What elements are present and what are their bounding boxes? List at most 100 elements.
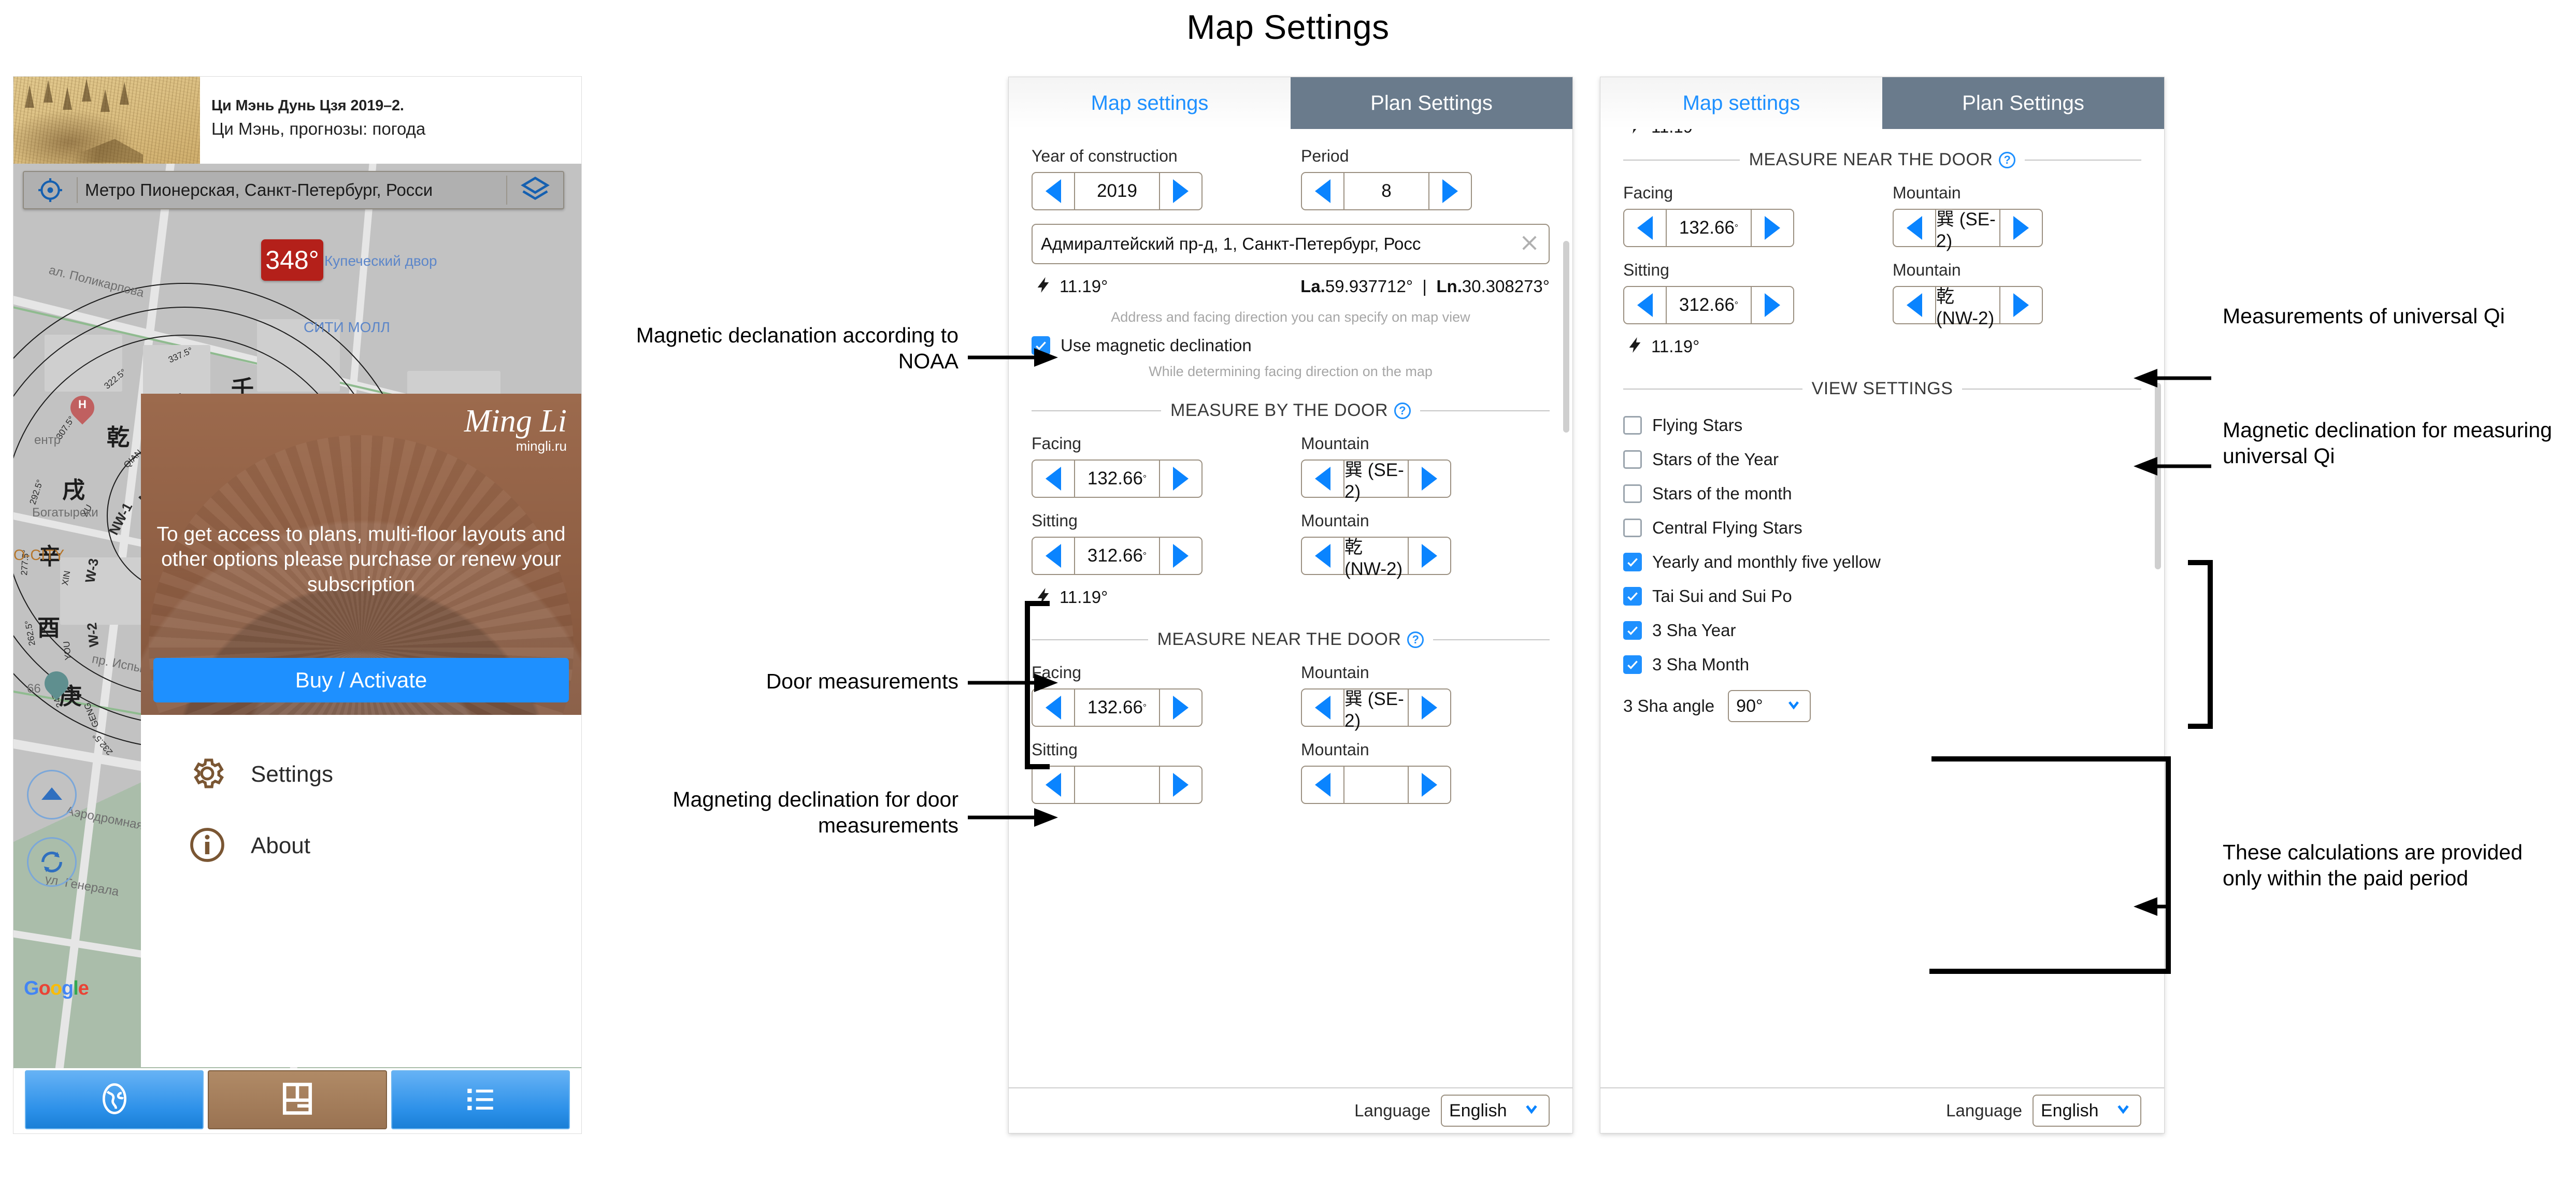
- nav-tab-map[interactable]: [25, 1070, 204, 1129]
- increment-arrow-icon[interactable]: [1160, 767, 1201, 803]
- year-value[interactable]: 2019: [1074, 173, 1160, 209]
- decrement-arrow-icon[interactable]: [1033, 461, 1074, 497]
- view-setting-row[interactable]: Stars of the Year: [1623, 450, 2141, 469]
- increment-arrow-icon[interactable]: [2000, 287, 2042, 323]
- view-setting-row[interactable]: Yearly and monthly five yellow: [1623, 552, 2141, 572]
- decrement-arrow-icon[interactable]: [1302, 689, 1343, 726]
- sitting-mountain-stepper[interactable]: 乾 (NW-2): [1301, 537, 1451, 579]
- tab-plan-settings[interactable]: Plan Settings: [1882, 77, 2164, 129]
- decrement-arrow-icon[interactable]: [1894, 210, 1935, 246]
- flying-stars-checkbox[interactable]: [1623, 416, 1642, 435]
- sha-angle-select[interactable]: 90°: [1728, 690, 1811, 722]
- view-setting-label: Central Flying Stars: [1652, 518, 1802, 537]
- language-select[interactable]: English: [1441, 1095, 1550, 1127]
- increment-arrow-icon[interactable]: [1160, 461, 1201, 497]
- map-address-text[interactable]: Метро Пионерская, Санкт-Петербург, Росси: [85, 180, 433, 199]
- decrement-arrow-icon[interactable]: [1302, 767, 1343, 803]
- increment-arrow-icon[interactable]: [1409, 767, 1450, 803]
- facing-mountain-stepper[interactable]: 巽 (SE-2): [1893, 209, 2043, 251]
- decrement-arrow-icon[interactable]: [1302, 461, 1343, 497]
- help-icon[interactable]: ?: [1394, 402, 1411, 419]
- central-flying-stars-checkbox[interactable]: [1623, 519, 1642, 537]
- increment-arrow-icon[interactable]: [1429, 173, 1471, 209]
- use-magnetic-declination-checkbox[interactable]: [1032, 336, 1050, 355]
- increment-arrow-icon[interactable]: [1160, 173, 1201, 209]
- stars-of-the-year-checkbox[interactable]: [1623, 450, 1642, 469]
- sitting-stepper[interactable]: [1032, 766, 1203, 804]
- view-setting-row[interactable]: 3 Sha Month: [1623, 655, 2141, 674]
- tab-map-settings[interactable]: Map settings: [1600, 77, 1882, 129]
- gps-target-icon[interactable]: [24, 177, 78, 203]
- drawer-item-about[interactable]: About: [141, 810, 581, 882]
- period-stepper[interactable]: 8: [1301, 172, 1472, 210]
- increment-arrow-icon[interactable]: [1752, 287, 1793, 323]
- tai-sui-sui-po-checkbox[interactable]: [1623, 587, 1642, 606]
- map-pin[interactable]: H: [65, 391, 99, 426]
- stars-of-the-month-checkbox[interactable]: [1623, 484, 1642, 503]
- sitting-mountain-value[interactable]: 乾 (NW-2): [1343, 537, 1409, 579]
- facing-stepper[interactable]: 132.66°: [1623, 209, 1794, 247]
- facing-mountain-value[interactable]: 巽 (SE-2): [1343, 689, 1409, 731]
- sitting-mountain-stepper[interactable]: 乾 (NW-2): [1893, 286, 2043, 328]
- tab-map-settings[interactable]: Map settings: [1009, 77, 1291, 129]
- help-icon[interactable]: ?: [1407, 631, 1424, 648]
- sitting-stepper[interactable]: 312.66°: [1032, 537, 1203, 575]
- three-sha-year-checkbox[interactable]: [1623, 621, 1642, 640]
- sitting-stepper[interactable]: 312.66°: [1623, 286, 1794, 324]
- scrollbar-thumb[interactable]: [2155, 383, 2161, 569]
- nav-tab-floorplan[interactable]: [208, 1070, 387, 1129]
- increment-arrow-icon[interactable]: [1409, 461, 1450, 497]
- map-refresh-button[interactable]: [27, 837, 77, 887]
- view-setting-row[interactable]: Stars of the month: [1623, 484, 2141, 504]
- use-magnetic-declination-row[interactable]: Use magnetic declination: [1032, 336, 1550, 355]
- decrement-arrow-icon[interactable]: [1302, 538, 1343, 574]
- facing-mountain-stepper[interactable]: 巽 (SE-2): [1301, 688, 1451, 731]
- map-pin[interactable]: [39, 666, 74, 701]
- section-measure-near-the-door: MEASURE NEAR THE DOOR ?: [1032, 629, 1550, 650]
- year-of-construction-stepper[interactable]: 2019: [1032, 172, 1203, 210]
- three-sha-month-checkbox[interactable]: [1623, 655, 1642, 674]
- facing-mountain-value[interactable]: 巽 (SE-2): [1343, 460, 1409, 502]
- list-icon: [463, 1082, 497, 1118]
- increment-arrow-icon[interactable]: [1160, 689, 1201, 726]
- clear-icon[interactable]: [1519, 232, 1540, 256]
- decrement-arrow-icon[interactable]: [1033, 767, 1074, 803]
- sitting-mountain-stepper[interactable]: [1301, 766, 1451, 804]
- view-setting-row[interactable]: Central Flying Stars: [1623, 518, 2141, 538]
- period-value[interactable]: 8: [1343, 173, 1429, 209]
- view-setting-row[interactable]: 3 Sha Year: [1623, 621, 2141, 640]
- increment-arrow-icon[interactable]: [1752, 210, 1793, 246]
- layers-icon[interactable]: [506, 176, 563, 205]
- decrement-arrow-icon[interactable]: [1894, 287, 1935, 323]
- buy-activate-button[interactable]: Buy / Activate: [153, 658, 569, 702]
- decrement-arrow-icon[interactable]: [1033, 538, 1074, 574]
- nav-tab-list[interactable]: [391, 1070, 570, 1129]
- decrement-arrow-icon[interactable]: [1624, 210, 1666, 246]
- scrollbar-thumb[interactable]: [1563, 241, 1569, 433]
- drawer-item-settings[interactable]: Settings: [141, 739, 581, 810]
- decrement-arrow-icon[interactable]: [1302, 173, 1343, 209]
- tab-plan-settings[interactable]: Plan Settings: [1291, 77, 1572, 129]
- address-value[interactable]: Адмиралтейский пр-д, 1, Санкт-Петербург,…: [1041, 234, 1421, 253]
- yearly-monthly-five-yellow-checkbox[interactable]: [1623, 553, 1642, 571]
- language-select[interactable]: English: [2033, 1095, 2141, 1127]
- increment-arrow-icon[interactable]: [1160, 538, 1201, 574]
- help-icon[interactable]: ?: [1999, 151, 2016, 168]
- view-setting-row[interactable]: Tai Sui and Sui Po: [1623, 586, 2141, 606]
- facing-mountain-value[interactable]: 巽 (SE-2): [1935, 209, 2000, 251]
- decrement-arrow-icon[interactable]: [1624, 287, 1666, 323]
- sitting-mountain-label: Mountain: [1301, 511, 1369, 530]
- facing-mountain-stepper[interactable]: 巽 (SE-2): [1301, 459, 1451, 502]
- view-setting-row[interactable]: Flying Stars: [1623, 415, 2141, 435]
- map-tilt-button[interactable]: [27, 770, 77, 820]
- decrement-arrow-icon[interactable]: [1033, 173, 1074, 209]
- increment-arrow-icon[interactable]: [2000, 210, 2042, 246]
- facing-stepper[interactable]: 132.66°: [1032, 459, 1203, 498]
- map-search-bar[interactable]: Метро Пионерская, Санкт-Петербург, Росси: [23, 171, 564, 209]
- address-input[interactable]: Адмиралтейский пр-д, 1, Санкт-Петербург,…: [1032, 224, 1550, 264]
- sitting-mountain-value[interactable]: 乾 (NW-2): [1935, 286, 2000, 328]
- decrement-arrow-icon[interactable]: [1033, 689, 1074, 726]
- increment-arrow-icon[interactable]: [1409, 689, 1450, 726]
- increment-arrow-icon[interactable]: [1409, 538, 1450, 574]
- facing-stepper[interactable]: 132.66°: [1032, 688, 1203, 727]
